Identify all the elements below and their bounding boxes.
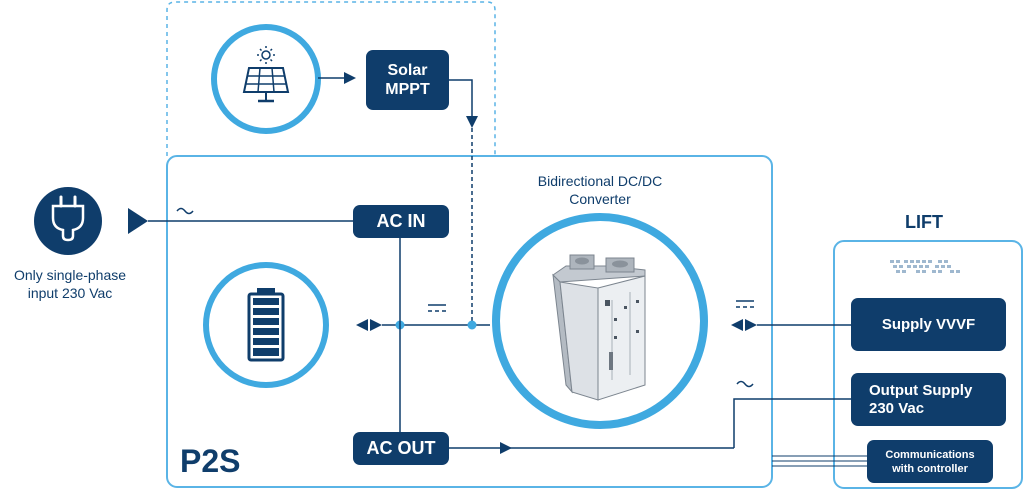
dc-output-symbol	[736, 300, 754, 308]
ac-out-label: AC OUT	[366, 438, 436, 458]
communications-box: Communications with controller	[867, 440, 993, 483]
output-supply-box: Output Supply 230 Vac	[851, 373, 1006, 426]
converter-unit-icon	[492, 213, 708, 429]
communications-label-line1: Communications	[885, 448, 975, 461]
input-caption: Only single-phase input 230 Vac	[0, 266, 140, 302]
lift-title: LIFT	[905, 212, 943, 232]
lift-bidir-arrow-left	[731, 319, 743, 331]
converter-label: Bidirectional DC/DC Converter	[500, 172, 700, 208]
input-arrowhead	[128, 208, 148, 234]
solar-mppt-label-line1: Solar	[387, 62, 428, 79]
lift-bidir-arrow-right	[745, 319, 757, 331]
p2s-frame	[166, 155, 773, 488]
dc-symbol	[428, 304, 446, 312]
ac-in-label: AC IN	[376, 211, 426, 231]
supply-vvvf-label: Supply VVVF	[881, 316, 976, 333]
battery-bidir-arrow-left	[356, 319, 368, 331]
communications-label-line2: with controller	[892, 462, 968, 475]
p2s-title: P2S	[180, 443, 241, 479]
lift-brand-logo	[890, 260, 960, 273]
solar-mppt-box: Solar MPPT	[366, 50, 449, 110]
ac-output-tilde-symbol	[736, 380, 754, 388]
output-supply-label-line2: 230 Vac	[869, 399, 925, 417]
converter-label-line1: Bidirectional DC/DC	[537, 173, 663, 189]
battery-icon	[203, 262, 329, 388]
solar-panel-icon	[211, 24, 321, 134]
solar-to-mppt-arrowhead	[344, 72, 356, 84]
ac-tilde-symbol	[176, 207, 194, 215]
ac-out-box: AC OUT	[353, 432, 449, 465]
input-caption-line1: Only single-phase	[13, 267, 127, 283]
input-caption-line2: input 230 Vac	[27, 285, 113, 301]
output-supply-label-line1: Output Supply	[869, 381, 973, 399]
solar-dashed-frame	[166, 1, 496, 156]
supply-vvvf-box: Supply VVVF	[851, 298, 1006, 351]
output-supply-line	[733, 398, 851, 448]
converter-label-line2: Converter	[569, 191, 631, 207]
mppt-to-bus-line	[449, 79, 473, 118]
solar-mppt-label-line2: MPPT	[385, 81, 430, 98]
bus-junction-solar	[467, 320, 477, 330]
acout-arrowhead	[500, 442, 512, 454]
ac-in-box: AC IN	[353, 205, 449, 238]
battery-bidir-arrow-right	[370, 319, 382, 331]
lift-frame	[833, 240, 1023, 489]
power-plug-icon	[34, 187, 102, 255]
mppt-to-bus-arrowhead	[466, 116, 478, 128]
